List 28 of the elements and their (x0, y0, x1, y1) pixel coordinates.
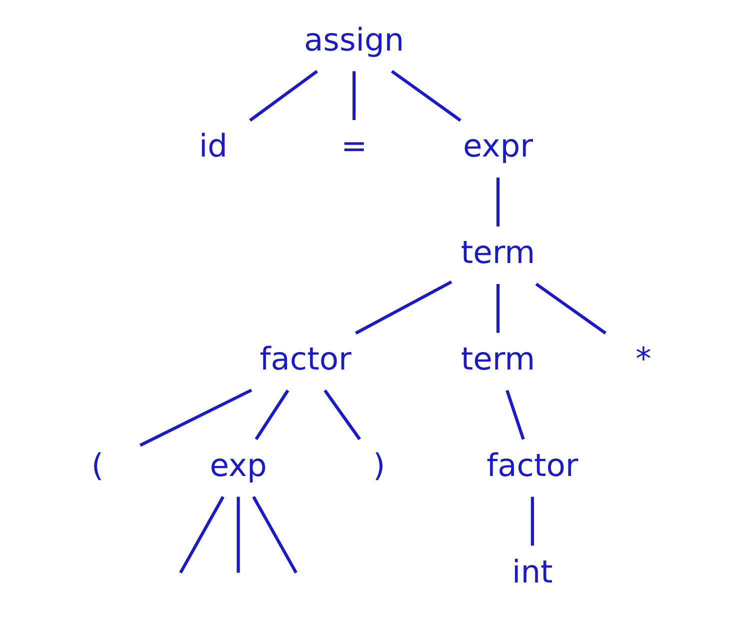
node-text: ( (90, 448, 104, 484)
node-text: id (198, 128, 228, 165)
connector (496, 178, 500, 226)
node-text: ) (372, 448, 385, 484)
connector (248, 70, 318, 122)
node-text: int (512, 554, 552, 590)
connector (354, 280, 452, 335)
node-text: factor (486, 448, 578, 484)
node-text: = (340, 128, 367, 165)
connector (178, 496, 224, 574)
connector (139, 388, 252, 447)
node-text: * (635, 342, 651, 378)
connector (530, 496, 534, 546)
connector (236, 496, 240, 573)
node-text: term (460, 235, 535, 272)
node-text: factor (259, 342, 351, 378)
node-text: assign (304, 22, 404, 58)
connector (534, 282, 606, 334)
connector (390, 70, 461, 122)
connector (254, 390, 289, 440)
connector (496, 284, 500, 333)
node-text: exp (209, 448, 266, 484)
node-text: term (460, 342, 535, 378)
connector (352, 71, 356, 120)
connector (505, 390, 524, 440)
connector (323, 389, 360, 440)
node-text: expr (462, 128, 532, 165)
connector (252, 496, 297, 574)
